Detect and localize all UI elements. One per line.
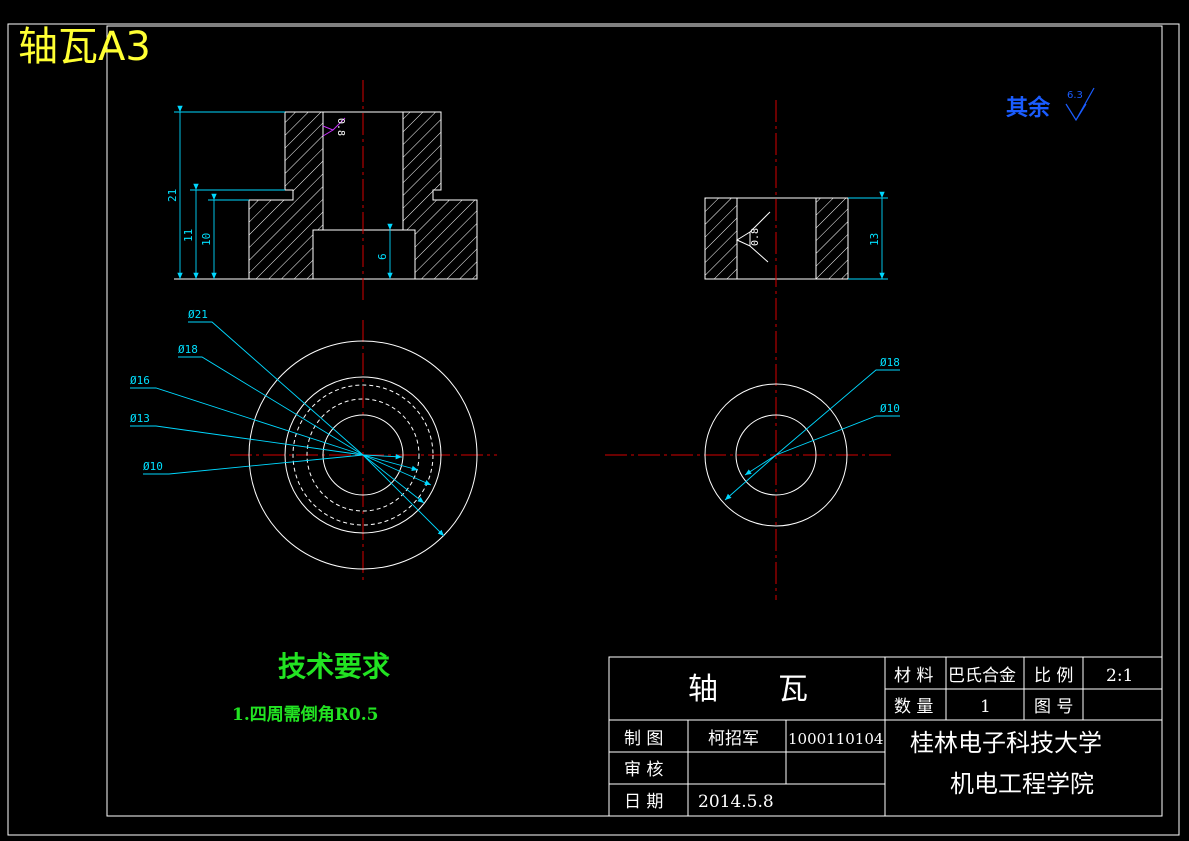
label-d16: Ø16 <box>130 374 150 387</box>
university-name: 桂林电子科技大学 <box>910 729 1102 757</box>
scale-value: 2:1 <box>1106 666 1133 686</box>
dim-11: 11 <box>182 229 195 242</box>
label-right-d10: Ø10 <box>880 402 900 415</box>
surface-note-value: 6.3 <box>1067 90 1083 101</box>
drawn-label: 制 图 <box>624 729 663 749</box>
surface-note: 其余 6.3 <box>1006 87 1095 122</box>
drawing-border <box>106 25 1163 817</box>
label-right-d18: Ø18 <box>880 356 900 369</box>
circle-right-d18 <box>704 383 848 527</box>
title-block: 轴 瓦 材 料 巴氏合金 比 例 2:1 数 量 1 图 号 制 图 柯招军 1… <box>608 656 1163 817</box>
label-d18: Ø18 <box>178 343 198 356</box>
scale-label: 比 例 <box>1034 666 1073 686</box>
tech-requirements-title: 技术要求 <box>278 650 390 683</box>
side-section-view: 13 0.8 <box>704 100 888 600</box>
label-d21: Ø21 <box>188 308 208 321</box>
checked-label: 审 核 <box>624 760 663 780</box>
school-name: 机电工程学院 <box>950 770 1094 798</box>
date-label: 日 期 <box>624 792 663 812</box>
section-hatch-left <box>248 111 324 280</box>
circle-d21 <box>248 340 478 570</box>
top-view-left: Ø21 Ø18 Ø16 Ø13 Ø10 <box>130 308 497 580</box>
section-hatch-right <box>402 111 478 280</box>
material-value: 巴氏合金 <box>948 666 1016 686</box>
circle-d13-hidden <box>306 398 420 512</box>
roughness-value-side: 0.8 <box>750 228 761 246</box>
student-id: 1000110104 <box>788 730 883 748</box>
circle-d18 <box>284 376 442 534</box>
surface-note-text: 其余 <box>1006 95 1051 121</box>
circle-right-d10 <box>735 414 817 496</box>
tech-requirement-item: 1.四周需倒角R0.5 <box>232 704 378 725</box>
date-value: 2014.5.8 <box>698 792 774 812</box>
part-name: 轴 瓦 <box>688 672 808 707</box>
label-d13: Ø13 <box>130 412 150 425</box>
sheet-label: 轴瓦A3 <box>18 24 151 70</box>
drawn-by: 柯招军 <box>708 729 759 749</box>
roughness-symbol-side-icon <box>735 211 771 263</box>
material-label: 材 料 <box>894 666 933 686</box>
roughness-rest-icon <box>1065 87 1095 122</box>
circle-d10 <box>322 414 404 496</box>
drawing-no-label: 图 号 <box>1034 697 1073 717</box>
dim-13: 13 <box>868 233 881 246</box>
qty-label: 数 量 <box>894 697 933 717</box>
qty-value: 1 <box>980 697 991 717</box>
circle-d16-hidden <box>292 384 434 526</box>
roughness-symbol-icon <box>322 117 346 137</box>
front-section-view: 21 11 10 6 0.8 <box>166 80 478 300</box>
roughness-value-front: 0.8 <box>335 118 346 136</box>
dim-6: 6 <box>376 253 389 260</box>
top-view-right: Ø18 Ø10 <box>605 356 900 527</box>
side-hatch-right <box>815 197 849 280</box>
dim-21: 21 <box>166 189 179 202</box>
outer-border <box>7 23 1180 836</box>
label-d10: Ø10 <box>143 460 163 473</box>
side-hatch-left <box>704 197 738 280</box>
dim-10: 10 <box>200 233 213 246</box>
